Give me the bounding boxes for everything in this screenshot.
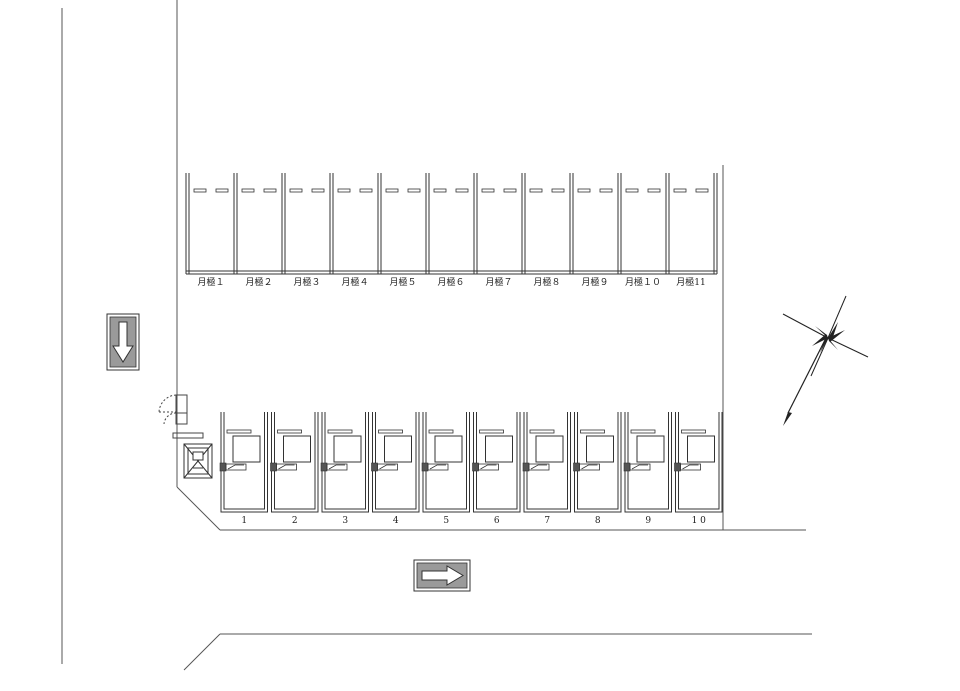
monthly-space-label: 月極５ — [389, 276, 416, 288]
monthly-space: 月極５ — [377, 173, 421, 288]
flap-lock-icon — [371, 462, 378, 472]
coin-parking-row: 1 2 3 4 5 6 7 8 9 1 0 — [219, 412, 723, 526]
flap-lock-icon — [219, 462, 227, 472]
coin-space: 2 — [270, 412, 319, 526]
monthly-parking-row: 月極１ 月極２ 月極３ 月極４ 月極５ 月極６ 月極７ 月極８ 月極９ 月極１０ 月極11 — [185, 173, 718, 288]
coin-space-label: 3 — [342, 516, 348, 526]
monthly-space: 月極３ — [281, 173, 325, 288]
monthly-space-label: 月極１０ — [625, 276, 661, 288]
coin-space: 6 — [472, 412, 521, 526]
coin-space-label: 9 — [645, 516, 651, 526]
arrow-down-icon — [106, 313, 140, 371]
arrow-right-icon — [413, 559, 471, 592]
entrance-gate — [158, 394, 204, 439]
coin-space: 5 — [421, 412, 470, 526]
coin-space-label: 1 — [241, 516, 247, 526]
coin-space-label: 7 — [544, 516, 550, 526]
flap-lock-icon — [674, 462, 681, 472]
monthly-space: 月極４ — [329, 173, 373, 288]
coin-space-label: 1 0 — [692, 516, 707, 526]
flap-lock-icon — [270, 462, 277, 472]
monthly-space-label: 月極９ — [581, 276, 608, 288]
monthly-space: 月極11 — [665, 173, 709, 288]
flap-lock-icon — [522, 462, 530, 472]
coin-space: 3 — [320, 412, 369, 526]
monthly-space: 月極１０ — [617, 173, 661, 288]
coin-space: 9 — [623, 412, 672, 526]
site-boundary — [61, 0, 812, 671]
coin-space: 1 — [219, 412, 268, 526]
monthly-space: 月極９ — [569, 173, 613, 288]
monthly-space: 月極１ — [185, 173, 229, 288]
monthly-space: 月極２ — [233, 173, 277, 288]
flap-lock-icon — [472, 462, 479, 472]
monthly-space-label: 月極７ — [485, 276, 512, 288]
monthly-space-label: 月極11 — [676, 276, 705, 288]
flap-lock-icon — [320, 462, 328, 472]
monthly-space-label: 月極６ — [437, 276, 464, 288]
monthly-space-label: 月極４ — [341, 276, 368, 288]
coin-space-label: 6 — [494, 516, 500, 526]
flap-lock-icon — [421, 462, 429, 472]
coin-space-label: 4 — [393, 516, 399, 526]
coin-space-label: 8 — [595, 516, 601, 526]
coin-space-label: 5 — [443, 516, 449, 526]
coin-space: 7 — [522, 412, 571, 526]
monthly-space-label: 月極２ — [245, 276, 272, 288]
monthly-space: 月極６ — [425, 173, 469, 288]
pay-station — [183, 443, 213, 479]
coin-space: 4 — [371, 412, 420, 526]
monthly-space-label: 月極３ — [293, 276, 320, 288]
monthly-space-label: 月極８ — [533, 276, 560, 288]
flap-lock-icon — [573, 462, 580, 472]
coin-space: 1 0 — [674, 412, 723, 526]
compass-icon — [782, 295, 869, 426]
monthly-space: 月極７ — [473, 173, 517, 288]
monthly-space: 月極８ — [521, 173, 565, 288]
flap-lock-icon — [623, 462, 631, 472]
coin-space-label: 2 — [292, 516, 298, 526]
coin-space: 8 — [573, 412, 622, 526]
monthly-space-label: 月極１ — [197, 276, 224, 288]
